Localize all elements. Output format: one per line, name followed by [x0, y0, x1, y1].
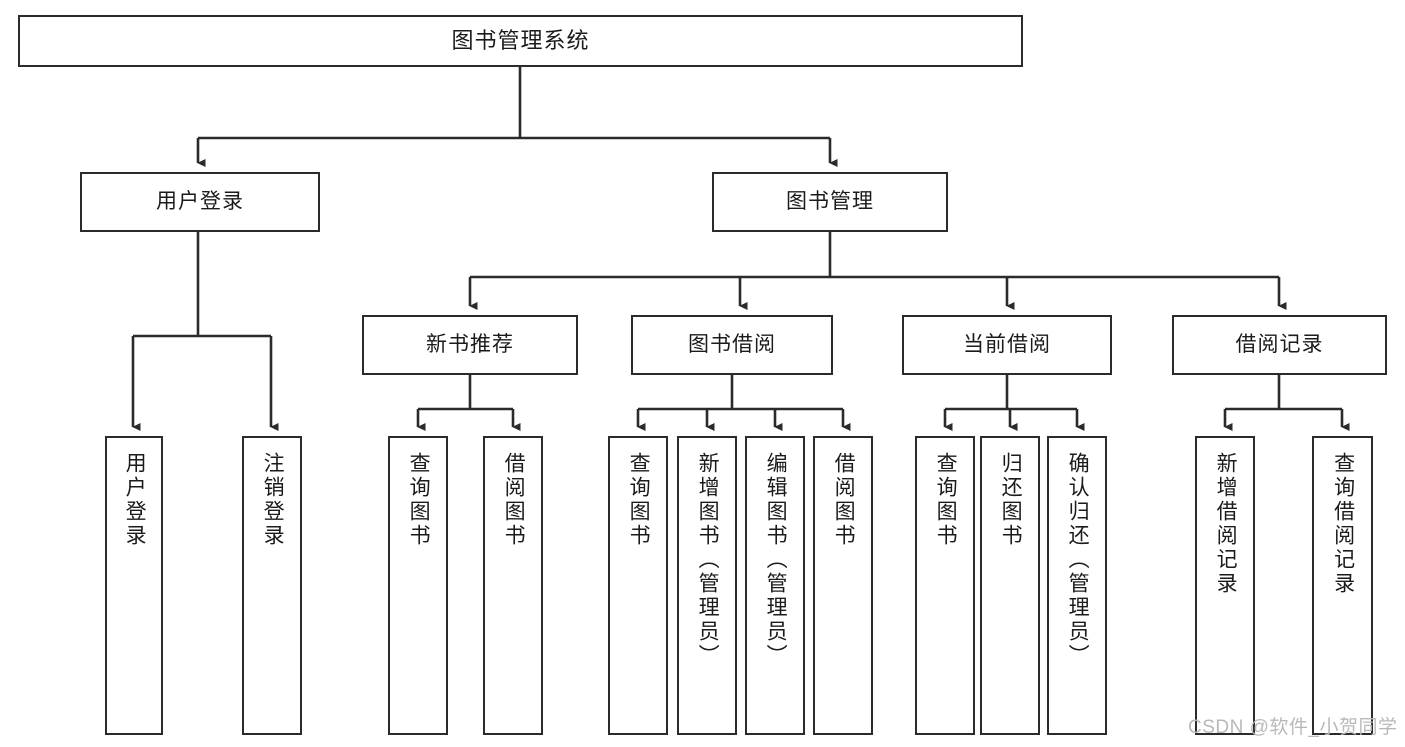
- leaf-query-borrow-record[interactable]: 查询借阅记录: [1312, 436, 1373, 735]
- leaf-user-login[interactable]: 用户登录: [105, 436, 163, 735]
- node-current-borrow-label: 当前借阅: [963, 332, 1051, 356]
- leaf-add-borrow-record-label: 新增借阅记录: [1214, 452, 1238, 596]
- leaf-logout-label: 注销登录: [261, 452, 285, 548]
- node-user-login[interactable]: 用户登录: [80, 172, 320, 232]
- node-new-book-recommendation[interactable]: 新书推荐: [362, 315, 578, 375]
- leaf-edit-book-admin-label: 编辑图书（管理员）: [764, 452, 788, 668]
- node-root[interactable]: 图书管理系统: [18, 15, 1023, 67]
- leaf-borrow-books-label: 借阅图书: [832, 452, 856, 548]
- leaf-confirm-return-admin[interactable]: 确认归还（管理员）: [1047, 436, 1107, 735]
- leaf-edit-book-admin[interactable]: 编辑图书（管理员）: [745, 436, 805, 735]
- node-borrow-record[interactable]: 借阅记录: [1172, 315, 1387, 375]
- leaf-confirm-return-admin-label: 确认归还（管理员）: [1066, 452, 1090, 668]
- node-new-book-recommendation-label: 新书推荐: [426, 332, 514, 356]
- leaf-query-books-current-label: 查询图书: [934, 452, 958, 548]
- watermark: CSDN @软件_小贺同学: [1188, 717, 1398, 738]
- node-book-management-label: 图书管理: [786, 189, 874, 213]
- leaf-add-book-admin[interactable]: 新增图书（管理员）: [677, 436, 737, 735]
- node-user-login-label: 用户登录: [156, 189, 244, 213]
- node-book-management[interactable]: 图书管理: [712, 172, 948, 232]
- leaf-borrow-books-recommendation-label: 借阅图书: [502, 452, 526, 548]
- node-root-label: 图书管理系统: [451, 28, 590, 54]
- leaf-query-books-borrow-label: 查询图书: [627, 452, 651, 548]
- leaf-query-books-current[interactable]: 查询图书: [915, 436, 975, 735]
- leaf-return-books[interactable]: 归还图书: [980, 436, 1040, 735]
- node-book-borrow[interactable]: 图书借阅: [631, 315, 833, 375]
- leaf-query-books-recommendation-label: 查询图书: [407, 452, 431, 548]
- node-current-borrow[interactable]: 当前借阅: [902, 315, 1112, 375]
- leaf-borrow-books[interactable]: 借阅图书: [813, 436, 873, 735]
- leaf-query-borrow-record-label: 查询借阅记录: [1331, 452, 1355, 596]
- leaf-logout[interactable]: 注销登录: [242, 436, 302, 735]
- leaf-user-login-label: 用户登录: [123, 452, 147, 548]
- leaf-add-book-admin-label: 新增图书（管理员）: [696, 452, 720, 668]
- node-borrow-record-label: 借阅记录: [1235, 332, 1324, 356]
- node-book-borrow-label: 图书借阅: [688, 332, 776, 356]
- leaf-return-books-label: 归还图书: [999, 452, 1023, 548]
- leaf-borrow-books-recommendation[interactable]: 借阅图书: [483, 436, 543, 735]
- leaf-add-borrow-record[interactable]: 新增借阅记录: [1195, 436, 1255, 735]
- leaf-query-books-recommendation[interactable]: 查询图书: [388, 436, 448, 735]
- leaf-query-books-borrow[interactable]: 查询图书: [608, 436, 668, 735]
